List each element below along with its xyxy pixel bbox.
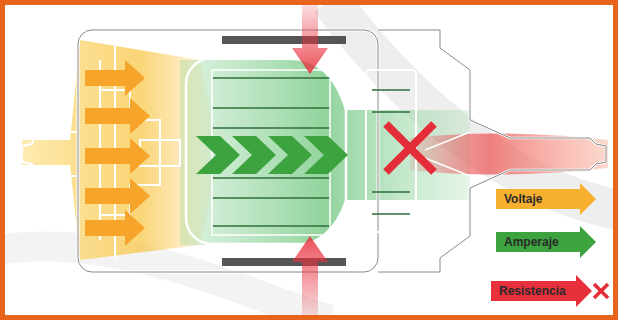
legend-label: Voltaje [496, 183, 596, 215]
legend-item: Voltaje [496, 183, 596, 215]
legend-label: Amperaje [496, 226, 596, 258]
legend-swatch [496, 183, 596, 215]
legend-item: Resistencia [491, 275, 592, 307]
legend-swatch [496, 226, 596, 258]
legend-swatch [491, 275, 592, 307]
legend-label: Resistencia [491, 275, 592, 307]
legend-item: Amperaje [496, 226, 596, 258]
